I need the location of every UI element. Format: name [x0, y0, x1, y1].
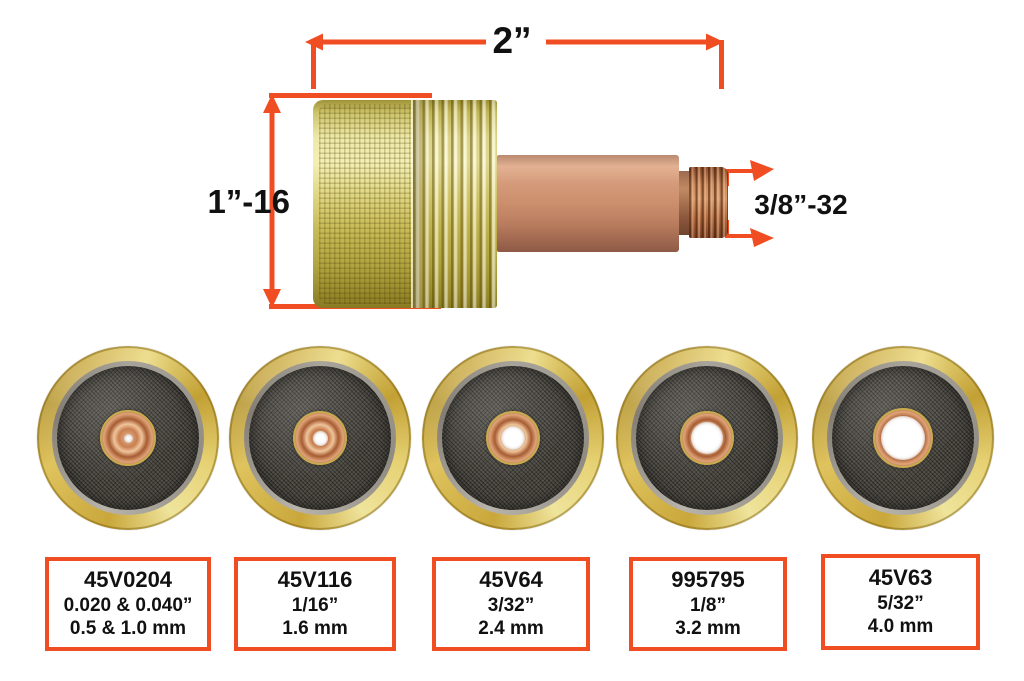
- gas-lens-screen: [812, 346, 994, 530]
- brass-collet-body: [313, 100, 497, 308]
- part-label-box: 45V0204 0.020 & 0.040” 0.5 & 1.0 mm: [45, 557, 211, 651]
- part-number: 45V0204: [83, 567, 173, 593]
- part-size-mm: 0.5 & 1.0 mm: [69, 618, 187, 640]
- steel-ring: [52, 361, 204, 515]
- gas-lens-screen: [422, 346, 604, 530]
- part-number: 45V64: [479, 567, 543, 593]
- steel-ring: [631, 361, 783, 515]
- dimension-width-label: 2”: [492, 20, 532, 61]
- gas-lens-screen: [616, 346, 798, 530]
- gas-lens-screen: [37, 346, 219, 530]
- orifice-hole: [501, 426, 525, 450]
- dimension-diameter-label: 1”-16: [207, 183, 290, 220]
- brass-rim: [229, 346, 411, 530]
- part-size-inches: 5/32”: [877, 593, 924, 615]
- knurl-texture: [319, 104, 413, 304]
- part-size-inches: 3/32”: [487, 595, 535, 617]
- part-size-inches: 1/8”: [690, 595, 726, 617]
- part-size-mm: 4.0 mm: [867, 616, 934, 638]
- steel-ring: [244, 361, 396, 515]
- mesh-screen: [832, 366, 974, 510]
- mesh-screen: [442, 366, 584, 510]
- brass-rim: [616, 346, 798, 530]
- part-size-mm: 2.4 mm: [478, 618, 544, 640]
- copper-thread-tip: [689, 167, 728, 238]
- steel-ring: [827, 361, 979, 515]
- copper-insert: [293, 411, 347, 465]
- mesh-screen: [249, 366, 391, 510]
- copper-insert: [100, 410, 156, 466]
- thread-neck-groove: [679, 171, 689, 235]
- brass-rim: [812, 346, 994, 530]
- part-size-mm: 1.6 mm: [282, 618, 348, 640]
- orifice-hole: [123, 433, 133, 443]
- part-label-box: 45V63 5/32” 4.0 mm: [821, 554, 980, 650]
- copper-shaft: [497, 155, 679, 252]
- part-size-inches: 0.020 & 0.040”: [63, 595, 193, 617]
- mesh-screen: [636, 366, 778, 510]
- copper-insert: [873, 408, 933, 468]
- dimension-thread-label: 3/8”-32: [754, 189, 848, 220]
- part-size-mm: 3.2 mm: [675, 618, 741, 640]
- part-number: 45V116: [277, 567, 353, 593]
- copper-insert: [486, 411, 540, 465]
- orifice-hole: [691, 422, 723, 454]
- mesh-screen: [57, 366, 199, 510]
- gas-lens-screen: [229, 346, 411, 530]
- part-label-box: 45V116 1/16” 1.6 mm: [234, 557, 396, 651]
- part-number: 995795: [671, 567, 745, 593]
- orifice-hole: [312, 430, 328, 446]
- orifice-hole: [881, 416, 925, 460]
- brass-rim: [37, 346, 219, 530]
- part-size-inches: 1/16”: [291, 595, 339, 617]
- part-label-box: 995795 1/8” 3.2 mm: [629, 557, 787, 651]
- part-label-box: 45V64 3/32” 2.4 mm: [432, 557, 590, 651]
- brass-rim: [422, 346, 604, 530]
- part-number: 45V63: [868, 565, 933, 591]
- copper-insert: [680, 411, 734, 465]
- steel-ring: [437, 361, 589, 515]
- brass-threads: [413, 100, 497, 308]
